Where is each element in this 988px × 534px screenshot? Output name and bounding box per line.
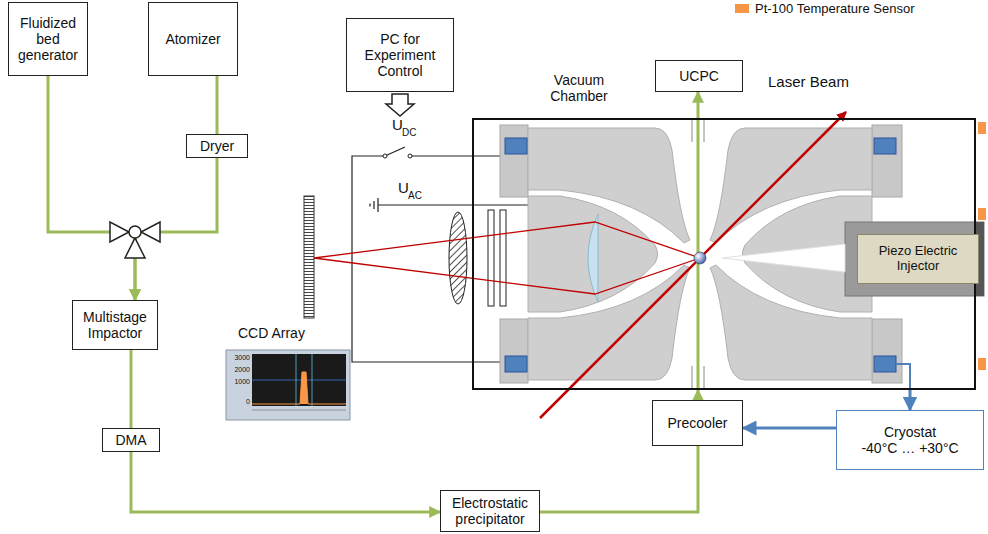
voltage-symbol: U — [392, 117, 403, 134]
process-box: Dryer — [186, 134, 248, 158]
flow-connector — [48, 76, 135, 300]
node-sublabel: -40°C … +30°C — [861, 440, 958, 456]
node-label: Dryer — [200, 138, 234, 154]
injector-box: Piezo Electric Injector — [857, 234, 979, 284]
legend-swatch — [735, 4, 749, 13]
process-box: Electrostatic precipitator — [440, 490, 540, 532]
voltage-symbol: U — [398, 180, 409, 197]
voltage-subscript: DC — [402, 127, 416, 138]
node-label: Multistage Impactor — [78, 309, 152, 341]
generator-box: Fluidized bed generator — [8, 2, 88, 76]
node-label: Electrostatic precipitator — [446, 495, 534, 527]
flow-connector — [130, 350, 133, 428]
valve-port — [110, 222, 129, 242]
flow-connector — [697, 390, 700, 400]
polarizer-filter — [449, 212, 467, 304]
node-label: DMA — [115, 432, 146, 448]
axis-tick: 1000 — [228, 378, 250, 386]
scattered-light-path — [314, 222, 700, 294]
ac-wire — [378, 204, 528, 205]
cooling-coils — [505, 138, 896, 372]
beam-label: Laser Beam — [768, 74, 849, 91]
axis-tick: 0 — [228, 398, 250, 406]
three-way-valve — [110, 222, 160, 258]
flow-tube — [692, 366, 693, 390]
process-box: Precooler — [652, 400, 743, 446]
injector-housing — [845, 222, 984, 296]
pt100-sensor — [978, 122, 986, 134]
lens — [588, 214, 598, 302]
process-box: DMA — [102, 428, 160, 452]
cryostat-box: Cryostat-40°C … +30°C — [836, 410, 984, 470]
counter-box: UCPC — [655, 60, 743, 92]
window-pane — [500, 210, 506, 306]
coolant-connector — [909, 390, 912, 410]
pt100-sensor — [978, 208, 986, 220]
device-label: CCD Array — [238, 326, 305, 341]
housing-flange — [872, 319, 902, 383]
levitated-particle — [694, 252, 706, 264]
ccd-array — [304, 196, 314, 318]
node-label: UCPC — [679, 68, 719, 84]
pt100-sensor — [978, 358, 986, 370]
coil — [874, 356, 896, 372]
valve-body — [129, 226, 141, 238]
trap-electrodes — [528, 128, 872, 380]
cursor-line — [312, 354, 313, 406]
housing-flange — [500, 125, 528, 197]
x-axis — [252, 410, 346, 411]
flow-connector — [216, 76, 219, 134]
spectrum-peak — [252, 372, 346, 404]
flow-connector — [131, 452, 440, 512]
flow-tube — [692, 118, 693, 142]
coolant-connector — [743, 427, 836, 430]
flow-connector — [540, 446, 698, 512]
spectrum-plot — [252, 354, 346, 406]
housing-flange — [872, 125, 902, 197]
flow-tube — [704, 118, 705, 142]
baseline-cursor — [252, 380, 346, 381]
control-arrow — [386, 94, 414, 116]
node-label: PC for Experiment Control — [352, 31, 448, 79]
legend-text: Pt-100 Temperature Sensor — [755, 1, 914, 16]
node-label: Fluidized bed generator — [14, 15, 82, 63]
generator-box: Atomizer — [148, 2, 238, 76]
node-label: Cryostat — [884, 424, 936, 440]
voltage-subscript: AC — [408, 190, 422, 201]
switch-blade — [385, 147, 405, 156]
flow-connector — [697, 92, 700, 118]
flow-tube — [704, 366, 705, 390]
node-label: Precooler — [668, 415, 728, 431]
node-label: Piezo Electric Injector — [863, 244, 973, 274]
cursor-line — [296, 354, 297, 406]
process-box: Multistage Impactor — [72, 300, 158, 350]
coil — [505, 356, 527, 372]
coolant-line — [896, 364, 910, 390]
window-pane — [488, 210, 494, 306]
axis-tick: 3000 — [228, 354, 250, 362]
chamber-box: Vacuum ChamberPiezo Electric Injector — [472, 118, 976, 390]
axis-tick: 2000 — [228, 366, 250, 374]
housing-flange — [500, 319, 528, 383]
injector-nozzle — [722, 244, 845, 272]
end-cap-electrode — [528, 196, 658, 312]
coil — [505, 138, 527, 154]
controller-box: PC for Experiment Control — [346, 18, 454, 92]
node-label: Atomizer — [165, 31, 220, 47]
ground-symbol — [370, 198, 378, 212]
laser-beam — [540, 112, 846, 418]
coil — [874, 138, 896, 154]
switch-contact — [408, 154, 412, 158]
valve-port — [125, 238, 145, 258]
chamber-heading: Vacuum Chamber — [532, 72, 626, 104]
flow-connector — [135, 158, 217, 300]
spectrum-inset — [226, 350, 350, 420]
valve-port — [141, 222, 160, 242]
legend-entry: Pt-100 Temperature Sensor — [735, 1, 914, 16]
switch-contact — [383, 154, 387, 158]
chamber-housing — [500, 125, 902, 383]
